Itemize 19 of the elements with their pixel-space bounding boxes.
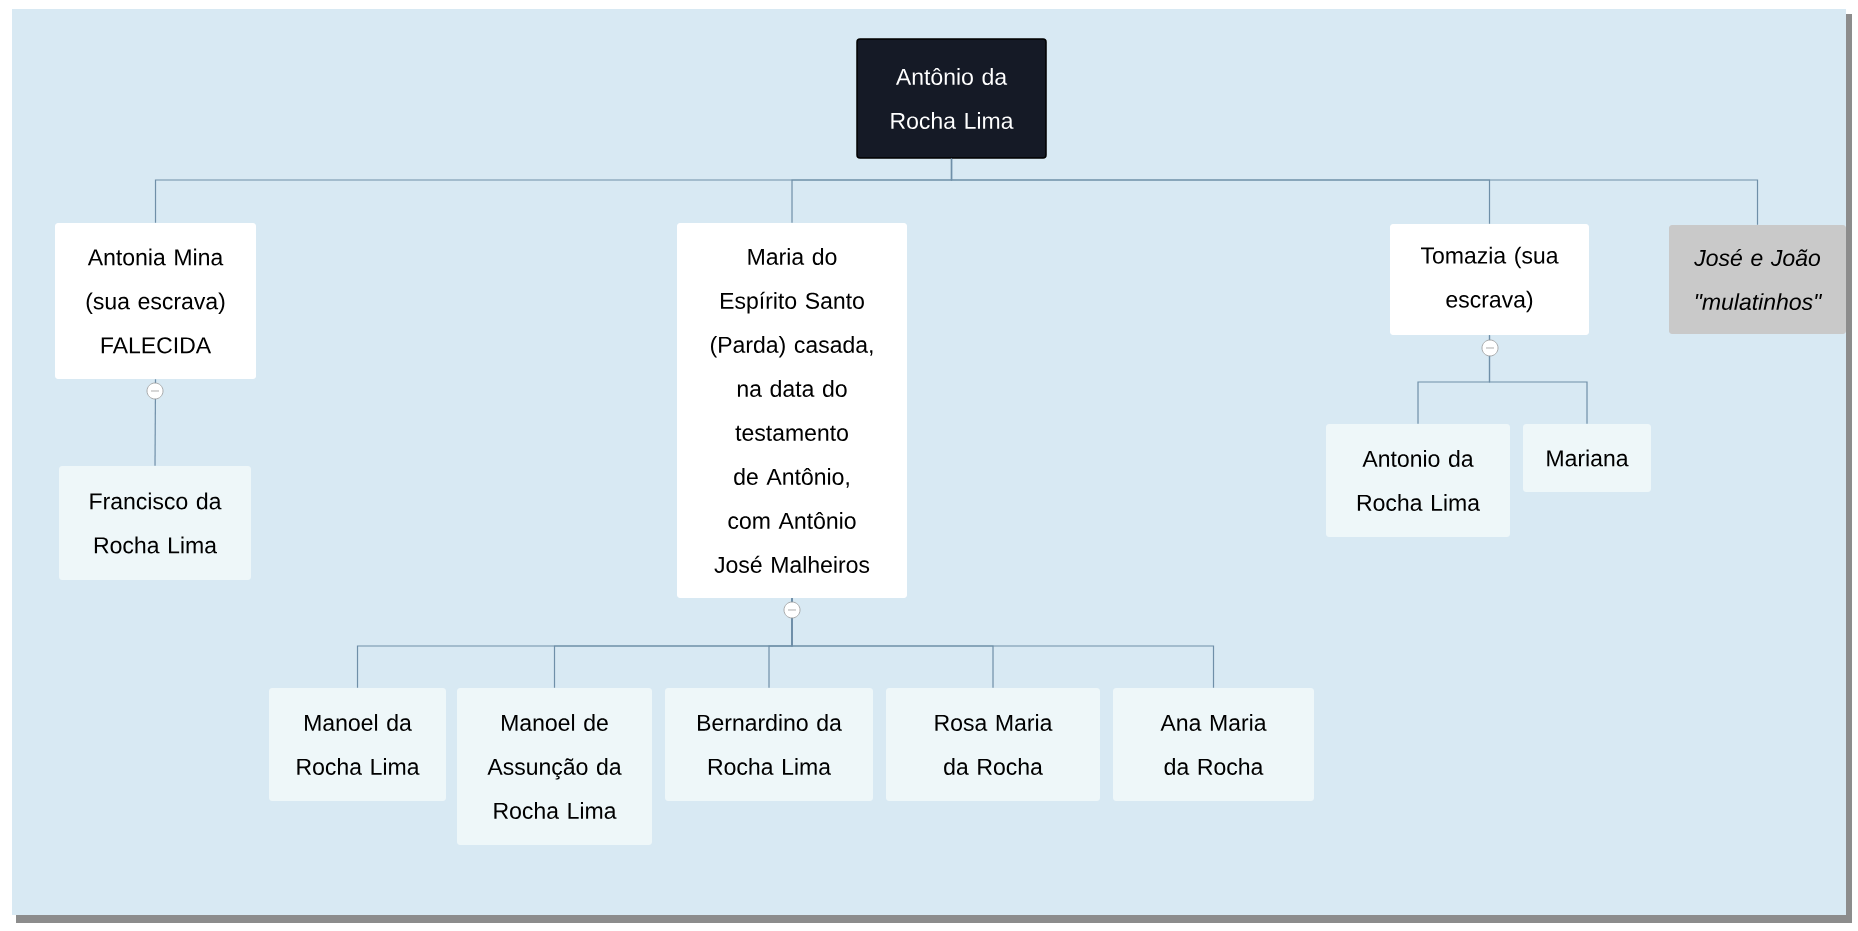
child-box: Manoel de Assunção da Rocha Lima [457,688,652,845]
child-box: Antonio da Rocha Lima [1326,424,1510,537]
child-box: Mariana [1523,424,1651,492]
connector-line [950,158,1759,226]
connector-line [1488,334,1588,425]
child-box: Francisco da Rocha Lima [59,466,251,580]
collapse-icon [146,382,164,400]
collapse-icon [1481,339,1499,357]
collapse-icon [783,601,801,619]
root-box: Antônio da Rocha Lima [856,38,1047,159]
child-box: Manoel da Rocha Lima [269,688,446,801]
child-box: Ana Maria da Rocha [1113,688,1314,801]
person-box: Antonia Mina (sua escrava) FALECIDA [55,223,256,379]
child-box: Rosa Maria da Rocha [886,688,1100,801]
connector-line [154,378,157,467]
child-box: Bernardino da Rocha Lima [665,688,873,801]
person-box: José e João "mulatinhos" [1669,225,1846,334]
person-box: Maria do Espírito Santo (Parda) casada, na data do testamento de Antônio, com Antônio José Malheiros [677,223,907,598]
person-box: Tomazia (sua escrava) [1390,224,1589,335]
